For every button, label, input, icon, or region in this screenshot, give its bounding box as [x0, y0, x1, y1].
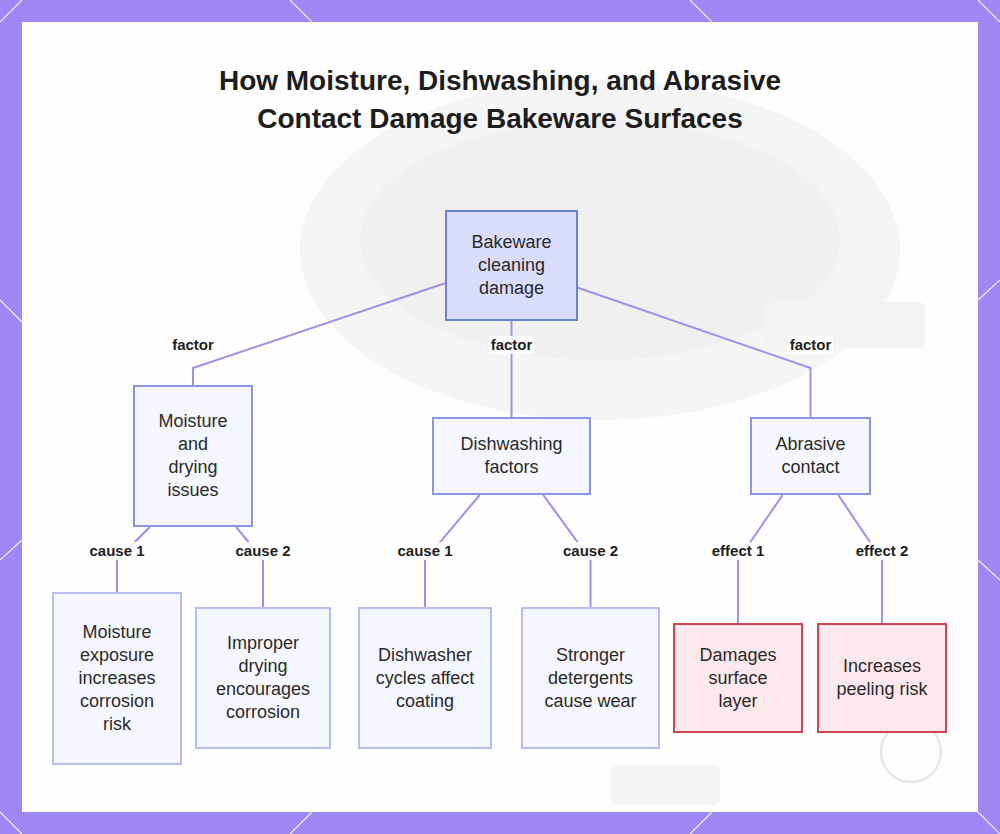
- node-label: Stronger detergents cause wear: [541, 644, 640, 713]
- faint-tag: [610, 765, 720, 805]
- cause-box: Moisture exposure increases corrosion ri…: [52, 592, 182, 765]
- edge-label: factor: [170, 336, 216, 354]
- factor-box: Dishwashing factors: [432, 417, 591, 495]
- node-label: Dishwashing factors: [448, 433, 575, 479]
- diagram-title: How Moisture, Dishwashing, and Abrasive …: [200, 62, 800, 138]
- node-label: Moisture exposure increases corrosion ri…: [64, 621, 170, 736]
- cause-box: Dishwasher cycles affect coating: [358, 607, 492, 749]
- edge-label: factor: [489, 336, 535, 354]
- edge-label: effect 2: [854, 542, 911, 560]
- cause-box: Stronger detergents cause wear: [521, 607, 660, 749]
- edge-label: cause 1: [87, 542, 146, 560]
- cause-box: Improper drying encourages corrosion: [195, 607, 331, 749]
- effect-box: Damages surface layer: [673, 623, 803, 733]
- node-label: Abrasive contact: [762, 433, 859, 479]
- node-label: Increases peeling risk: [831, 655, 933, 701]
- factor-box: Moisture and drying issues: [133, 385, 253, 527]
- edge-label: cause 2: [233, 542, 292, 560]
- root-box: Bakeware cleaning damage: [445, 210, 578, 321]
- node-label: Bakeware cleaning damage: [463, 231, 560, 300]
- edge-label: factor: [788, 336, 834, 354]
- node-label: Improper drying encourages corrosion: [209, 632, 317, 724]
- connector-line: [236, 527, 263, 607]
- edge-label: effect 1: [710, 542, 767, 560]
- white-panel: [22, 22, 978, 812]
- node-label: Moisture and drying issues: [155, 410, 231, 502]
- effect-box: Increases peeling risk: [817, 623, 947, 733]
- factor-box: Abrasive contact: [750, 417, 871, 495]
- connector-line: [193, 283, 445, 385]
- node-label: Damages surface layer: [687, 644, 789, 713]
- edge-label: cause 1: [395, 542, 454, 560]
- connector-line: [578, 288, 811, 417]
- node-label: Dishwasher cycles affect coating: [370, 644, 480, 713]
- edge-label: cause 2: [561, 542, 620, 560]
